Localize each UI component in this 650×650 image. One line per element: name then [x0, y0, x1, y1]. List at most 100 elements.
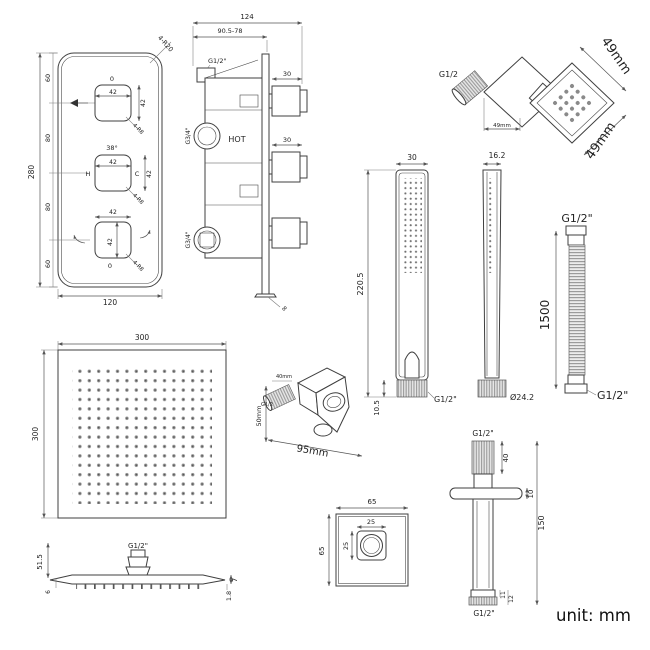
- knob2-temp-label: 38°: [106, 144, 118, 152]
- leader-line: [586, 389, 597, 396]
- knob-stem: [268, 93, 273, 109]
- dim-label-head-edge: 7: [231, 578, 239, 582]
- side-knob: [271, 85, 301, 117]
- leader-line: [125, 186, 139, 200]
- dim-label-arm-d2: 11: [500, 591, 507, 599]
- leader-line: [267, 296, 281, 308]
- dim-line: [583, 114, 627, 156]
- dim-label-seg2: 80: [44, 134, 52, 142]
- knob-stem: [268, 159, 273, 175]
- dim-label-plate-thickness: 8: [280, 305, 288, 313]
- dim-label-total: 124: [240, 13, 254, 21]
- trim-plate: [261, 53, 270, 295]
- side-knob: [271, 151, 301, 183]
- dim-label-arm-thread: 40: [502, 454, 510, 463]
- head-thread-label: G1/2": [128, 542, 148, 550]
- dim-label-bracket-w: 95mm: [296, 443, 330, 459]
- hose-view: G1/2" G1/2" 1500: [538, 212, 628, 402]
- dim-line: [579, 46, 627, 92]
- dim-label-knob-w: 42: [109, 209, 117, 216]
- panel-inner-outline: [61, 56, 159, 284]
- inlet-thread-label: G1/2": [208, 57, 227, 65]
- side-knob-cap: [299, 89, 308, 113]
- knob3-position-label: 0: [108, 262, 112, 270]
- port-thread-label: G3/4": [185, 231, 192, 248]
- head-connector-neck: [127, 556, 149, 568]
- wand-nozzle: [404, 351, 420, 379]
- arm-bottom-thread-label: G1/2": [473, 609, 494, 618]
- spray-nozzle-dots: [553, 84, 591, 122]
- head-side-view: G1/2" 51.5 6 7 1.8: [36, 542, 239, 601]
- ceiling-flange: [449, 487, 523, 500]
- head-connector-nut: [130, 549, 146, 558]
- panel-front-view: 4-R20 280 60 80 80 60 120 0 42 42 4-R8 3…: [27, 34, 175, 307]
- plate-foot: [254, 293, 277, 298]
- curved-arrow-icon: [139, 229, 151, 239]
- hose-bottom-nut: [564, 383, 588, 394]
- head-connector-base: [125, 566, 151, 576]
- wand-side-body: [482, 169, 502, 379]
- dim-label-wand-dia: Ø24.2: [510, 392, 534, 402]
- side-knob-cap: [299, 221, 308, 245]
- curved-arrow-icon: [73, 234, 86, 244]
- dim-label-jet-w: 49mm: [598, 35, 634, 78]
- dim-label-knob-w: 42: [109, 89, 117, 96]
- thread-connector: [451, 70, 489, 106]
- spray-face-dots: [402, 178, 422, 273]
- hose-bottom-thread-label: G1/2": [597, 389, 628, 402]
- dim-label-head-w: 300: [135, 333, 150, 342]
- dim-label-knob-w: 42: [109, 159, 117, 166]
- hand-shower-side-view: 16.2 Ø24.2: [477, 151, 534, 402]
- hot-marking: HOT: [228, 135, 245, 144]
- dim-label-seg1: 60: [44, 74, 52, 82]
- arm-collar: [470, 589, 496, 598]
- dim-label-wand-bottom: 10.5: [373, 400, 381, 416]
- mechanism-detail: [239, 184, 259, 198]
- thread-hatch: [477, 379, 507, 398]
- shower-head-face-view: 300 300: [31, 333, 227, 519]
- dim-label-width: 120: [103, 298, 118, 307]
- hose-top-thread-label: G1/2": [561, 212, 592, 225]
- knob-stem: [268, 225, 273, 241]
- thread-hatch: [471, 440, 495, 475]
- jet-center-bore: [363, 537, 380, 554]
- handset-holder-recess: [322, 392, 346, 412]
- cold-label: C: [135, 170, 140, 178]
- dim-label-bracket-depth: 40mm: [276, 374, 292, 380]
- dim-label-wand-len: 220.5: [356, 273, 365, 296]
- knob: [94, 221, 132, 259]
- bracket-lug: [313, 423, 333, 437]
- dim-label-jetface-h: 65: [318, 547, 326, 556]
- hose-ribbed-tube: [568, 244, 586, 376]
- knob: [94, 154, 132, 192]
- body-jet-face-view: 65 65 25 25: [318, 498, 409, 587]
- thread-hatch: [468, 596, 498, 606]
- side-knob-cap: [299, 155, 308, 179]
- dim-label-depth-range: 90.5-78: [217, 27, 242, 35]
- dim-label-arm-flange: 10: [527, 490, 535, 499]
- dim-label-seg4: 60: [44, 260, 52, 268]
- leader-line: [125, 253, 138, 266]
- port-square-drive: [199, 232, 215, 248]
- head-nozzle-grid: [72, 364, 212, 504]
- dim-label-height: 280: [27, 165, 36, 180]
- body-jet-angled-view: G1/2 49mm 49mm 49mm: [439, 35, 634, 163]
- dim-label-seg3: 80: [44, 203, 52, 211]
- dim-line: [267, 439, 363, 457]
- dim-label-arm-d1: 12: [508, 595, 515, 603]
- dim-label-wand-w: 30: [407, 153, 417, 162]
- dim-label-knob-depth: 30: [283, 136, 291, 144]
- leader-line: [149, 41, 172, 64]
- dim-label-head-thickness: 1.8: [225, 591, 233, 601]
- arm-top-thread-label: G1/2": [472, 429, 493, 438]
- dim-label-knob-depth: 30: [283, 70, 291, 78]
- nozzle-ticks: [76, 584, 206, 589]
- dim-label-head-h: 51.5: [36, 554, 44, 570]
- port-thread-label: G3/4": [185, 127, 192, 144]
- ceiling-arm-view: G1/2" G1/2" 40 10 150 11 12: [449, 429, 546, 618]
- inlet-port-bore: [197, 126, 217, 146]
- chamfer-line: [204, 59, 259, 79]
- thread-hatch: [396, 379, 428, 398]
- valve-side-view: 124 90.5-78 G1/2" HOT G3/4" G3/4" 8 30 3…: [185, 13, 308, 313]
- valve-body: [204, 77, 263, 259]
